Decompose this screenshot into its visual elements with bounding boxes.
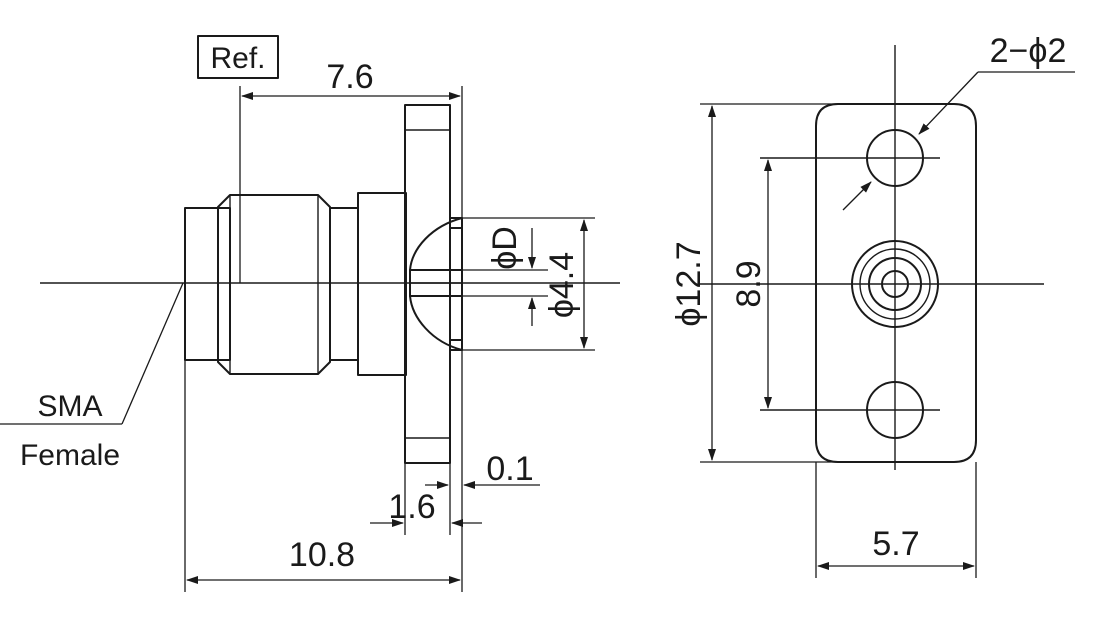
- front-view: ϕ12.7 8.9 5.7 2−ϕ2: [670, 32, 1075, 578]
- front-sleeve: [184, 207, 231, 361]
- rear-body: [357, 192, 407, 376]
- dim-phi4-4-label: ϕ4.4: [543, 252, 581, 318]
- dim-7-6-label: 7.6: [326, 58, 373, 96]
- hole-callout-arrow-lower: [842, 181, 872, 211]
- hole-callout-leader: [918, 71, 979, 135]
- dielectric-upper: [409, 217, 463, 271]
- pin-step-lower: [449, 339, 463, 351]
- neck: [329, 207, 359, 361]
- dim-2phi2-label: 2−ϕ2: [990, 32, 1067, 70]
- callout-leader: [121, 282, 184, 425]
- dim-8-9-label: 8.9: [730, 260, 768, 307]
- pin-step-upper: [449, 217, 463, 229]
- sma-label: SMA: [37, 390, 102, 423]
- flange-outline: [815, 103, 977, 463]
- dim-0-1-label: 0.1: [486, 450, 533, 488]
- dim-10-8-label: 10.8: [289, 536, 355, 574]
- ref-label: Ref.: [210, 42, 265, 75]
- flange: [404, 104, 451, 464]
- side-view: Ref. 7.6 10.8 1.6 0.1 ϕD ϕ4.4: [0, 35, 620, 592]
- dim-1-6-label: 1.6: [388, 488, 435, 526]
- hex-body: [217, 194, 331, 375]
- dim-5-7-label: 5.7: [872, 525, 919, 563]
- female-label: Female: [20, 439, 120, 472]
- ref-box: [197, 35, 279, 79]
- dim-phi12-7-label: ϕ12.7: [670, 241, 708, 326]
- dim-phid-label: ϕD: [486, 226, 524, 270]
- dielectric-lower: [409, 295, 463, 351]
